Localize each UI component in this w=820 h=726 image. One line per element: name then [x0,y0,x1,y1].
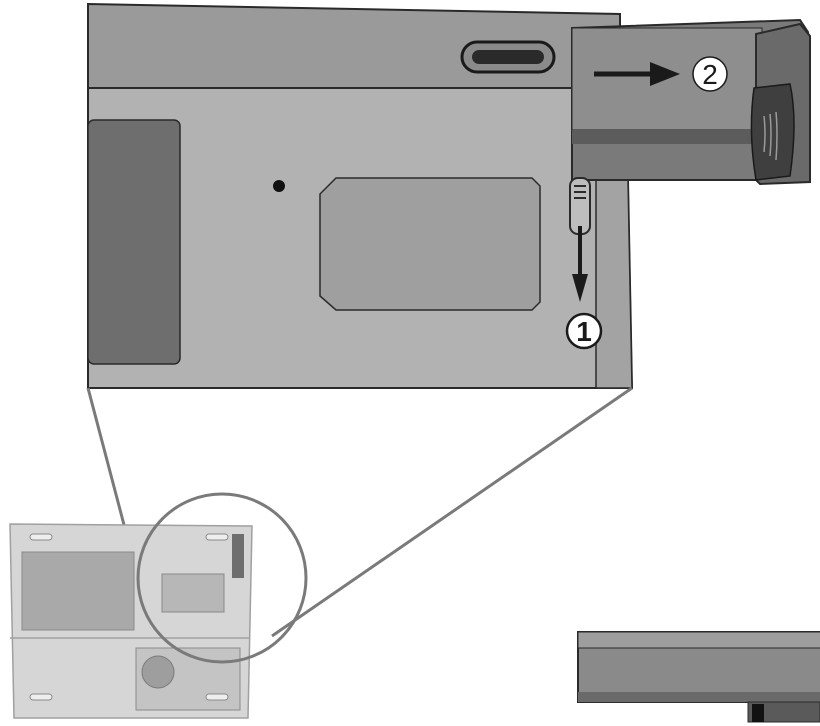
arrow-step-2 [594,62,680,86]
battery-side-top-band [577,631,820,649]
thumbnail-panel-left [21,551,135,631]
thumbnail-battery-latch [232,534,244,578]
battery-pack-groove [572,130,762,144]
thumbnail-foot [29,693,53,701]
step-1-label: 1 [576,316,592,347]
arrow-step-1 [572,226,588,302]
thumbnail-fan-grille [141,655,175,689]
rubber-foot-inner [472,50,544,64]
step-1-callout: 1 [565,312,603,350]
notebook-bottom-thumbnail [9,492,308,719]
battery-grip-ribs [763,111,778,161]
enlarged-detail-view: 1 2 [87,2,812,389]
step-2-callout: 2 [692,56,728,92]
screw-hole [273,180,285,192]
memory-compartment-cover [319,177,541,311]
left-cover-panel [87,119,181,365]
leader-line-right [271,386,633,638]
battery-side-connector [747,701,820,723]
battery-pack [571,18,812,186]
thumbnail-foot [205,533,229,541]
latch-ridges [574,185,586,199]
battery-grip [750,83,795,181]
notebook-side-edge [595,179,633,389]
battery-side-view [577,631,820,723]
thumbnail-foot [29,533,53,541]
battery-side-bottom-band [578,692,820,702]
battery-latch [569,177,591,235]
step-2-label: 2 [702,59,718,90]
battery-side-connector-tab [752,704,764,722]
thumbnail-foot [205,693,229,701]
thumbnail-memory-cover [161,573,225,613]
magnifier-circle [136,492,308,664]
